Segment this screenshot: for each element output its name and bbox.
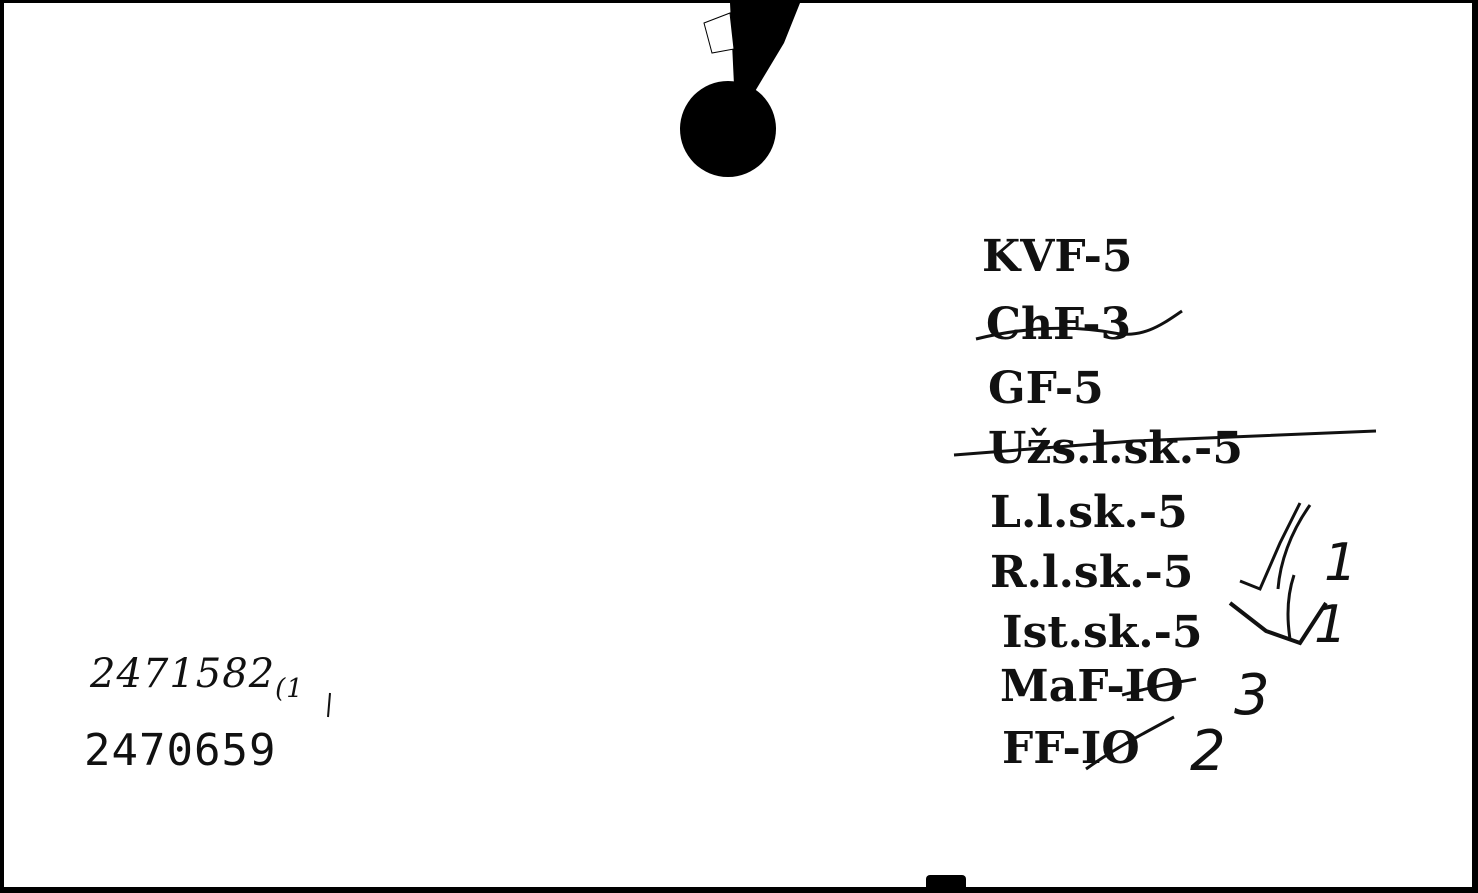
subject-ll: L.l.sk.-5: [990, 487, 1188, 538]
subject-maf: MaF-IO: [1000, 661, 1184, 712]
grade-ff-handwritten: 2: [1190, 719, 1226, 784]
check-ist-2: [1286, 574, 1296, 640]
subject-kvf: KVF-5: [982, 231, 1133, 282]
punch-hole: [680, 81, 776, 177]
typed-id-number: 2470659: [84, 725, 277, 776]
subject-gf: GF-5: [988, 363, 1104, 414]
check-ist: [1228, 601, 1328, 646]
grade-maf-handwritten: 3: [1234, 663, 1270, 728]
grade-ist-handwritten: 1: [1314, 595, 1348, 655]
subject-chf: ChF-3: [986, 299, 1132, 350]
id-bracket: [327, 692, 331, 718]
index-card: KVF-5 ChF-3 GF-5 Užs.l.sk.-5 L.l.sk.-5 R…: [4, 3, 1472, 887]
subject-ff: FF-IO: [1002, 723, 1140, 774]
check-rl-2: [1276, 504, 1312, 590]
handwritten-id-number: 2471582(1: [90, 651, 304, 704]
check-rl: [1239, 502, 1302, 591]
handwritten-id-main: 2471582: [90, 651, 276, 697]
subject-ist: Ist.sk.-5: [1002, 607, 1203, 658]
handwritten-id-suffix: (1: [275, 674, 304, 704]
grade-rl-handwritten: 1: [1324, 533, 1358, 593]
subject-uzs: Užs.l.sk.-5: [988, 423, 1243, 474]
bottom-edge-notch: [926, 875, 966, 887]
subject-rl: R.l.sk.-5: [990, 547, 1194, 598]
